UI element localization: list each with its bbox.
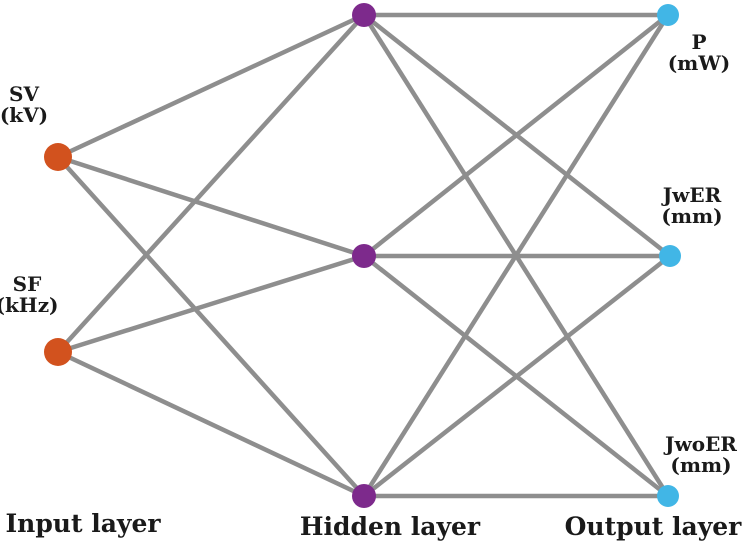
node-hidden-h2 <box>352 244 376 268</box>
edge-sv-h1 <box>57 12 365 160</box>
node-hidden-h3 <box>352 484 376 508</box>
node-output-jwoer <box>657 485 679 507</box>
node-label-p-line1: P <box>691 30 706 54</box>
node-label-jwer-line1: JwER <box>661 183 722 207</box>
node-input-sf <box>44 338 72 366</box>
node-label-p-line2: (mW) <box>668 51 731 75</box>
layer-label-input: Input layer <box>5 509 161 538</box>
edge-sf-h3 <box>57 349 365 499</box>
node-label-sf-line2: (kHz) <box>0 293 59 317</box>
node-label-sv-line1: SV <box>9 82 39 106</box>
node-label-jwoer-line2: (mm) <box>670 453 731 477</box>
edge-h2-p <box>362 13 670 258</box>
layer-label-output: Output layer <box>565 512 742 541</box>
node-label-jwer-line2: (mm) <box>661 204 722 228</box>
node-output-p <box>657 4 679 26</box>
edge-sf-h2 <box>57 253 365 355</box>
node-hidden-h1 <box>352 3 376 27</box>
node-output-jwer <box>659 245 681 267</box>
edge-sf-h1 <box>56 13 366 354</box>
edge-h3-p <box>362 13 670 498</box>
edge-sv-h3 <box>56 155 366 498</box>
edge-h3-jwer <box>362 254 672 498</box>
edge-sv-h2 <box>57 154 365 259</box>
layer-label-hidden: Hidden layer <box>300 512 481 541</box>
node-input-sv <box>44 143 72 171</box>
node-label-sv-line2: (kV) <box>0 103 48 127</box>
node-label-jwoer-line1: JwoER <box>663 432 737 456</box>
node-label-sf-line1: SF <box>13 272 42 296</box>
